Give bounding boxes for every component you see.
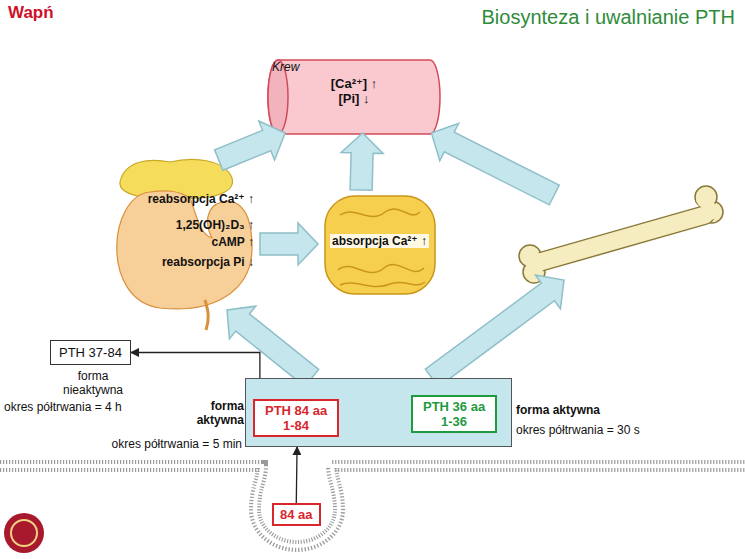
bone-box: [525, 195, 720, 280]
node-text: Krew: [272, 60, 440, 74]
node-text: 1-36: [423, 414, 485, 429]
node-text: cAMP ↑: [95, 235, 254, 249]
form-note: forma aktywna: [516, 403, 600, 417]
block-arrow: [425, 275, 564, 387]
bone-knob-fill: [522, 248, 540, 266]
intestine-box: absorpcja Ca²⁺ ↑: [318, 190, 472, 300]
form-note: forma aktywna: [182, 399, 244, 427]
block-arrow: [260, 223, 318, 265]
membrane-core: [0, 466, 745, 546]
bone-shaft: [540, 215, 705, 262]
blood-vessel: [268, 60, 440, 134]
intestine-loop: [340, 282, 425, 287]
half-life-note: okres półtrwania = 30 s: [516, 423, 640, 437]
bone-knob-fill: [696, 190, 714, 208]
node-text: PTH 84 aa: [265, 403, 327, 418]
intestine-loop: [340, 209, 420, 216]
half-life-note: okres półtrwania = 4 h: [4, 400, 122, 414]
block-arrow: [227, 306, 319, 386]
intestine: [325, 196, 435, 294]
kidney-box: reabsorpcja Ca²⁺ ↑ 1,25(OH)₂D₃ ↑ cAMP ↑ rea…: [95, 160, 260, 310]
process-box: PTH 37-84: [50, 340, 131, 365]
ureter: [205, 300, 208, 330]
cell-membrane: [0, 466, 745, 546]
arrow-line: [131, 353, 260, 400]
node-text: 1,25(OH)₂D₃ ↑: [95, 218, 254, 232]
logo: [4, 513, 44, 553]
slide-title: Biosynteza i uwalnianie PTH: [482, 6, 735, 29]
node-text: 1-84: [265, 418, 327, 433]
node-text: PTH 36 aa: [423, 399, 485, 414]
node-text: PTH 37-84: [59, 345, 122, 360]
block-arrow: [341, 133, 383, 190]
node-text: reabsorpcja Ca²⁺ ↑: [95, 192, 254, 206]
hormone-box: PTH 36 aa1-36: [411, 395, 497, 433]
slide-section: Wapń: [8, 3, 54, 23]
block-arrow: [431, 123, 559, 205]
arrow-line: [296, 447, 298, 503]
block-arrow: [215, 121, 286, 170]
bone-shaft-outline: [540, 215, 705, 262]
logo-ring: [11, 520, 37, 546]
node-text: [Pi] ↓: [268, 91, 440, 106]
hormone-box: 84 aa: [272, 503, 321, 526]
intestine-loop: [338, 265, 424, 273]
half-life-note: okres półtrwania = 5 min: [92, 437, 242, 451]
node-text: reabsorpcja Pi ↓: [95, 255, 254, 269]
kidney: [117, 191, 252, 309]
blood-vessel-box: Krew [Ca²⁺] ↑[Pi] ↓: [268, 58, 440, 133]
node-text: [Ca²⁺] ↑: [268, 76, 440, 91]
node-text: absorpcja Ca²⁺ ↑: [330, 234, 429, 248]
hormone-box: PTH 84 aa1-84: [253, 399, 339, 437]
secretion-panel: PTH 84 aa1-84 PTH 36 aa1-36: [245, 378, 512, 447]
form-note: forma nieaktywna: [52, 369, 134, 397]
node-text: 84 aa: [280, 507, 313, 522]
